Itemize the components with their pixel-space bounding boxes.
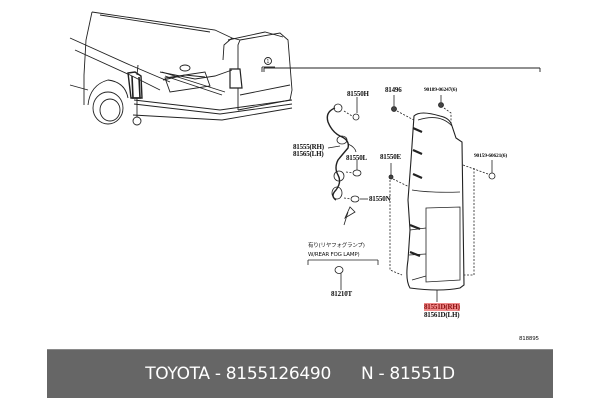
label-81550L[interactable]: 81550L — [346, 154, 367, 162]
label-90189-06247[interactable]: 90189-06247(6) — [424, 87, 457, 93]
label-81550E[interactable]: 81550E — [380, 153, 401, 161]
label-fog-lamp-en: W/REAR FOG LAMP) — [308, 252, 360, 258]
label-81565-lh[interactable]: 81565(LH) — [293, 150, 324, 158]
diagram-id: 818895 — [519, 336, 539, 342]
label-81551D-rh-highlighted[interactable]: 81551D(RH) — [424, 303, 460, 311]
ref-marker-text: 1 — [267, 59, 270, 65]
oem-part-number: TOYOTA - 8155126490 — [145, 364, 331, 384]
label-81550N[interactable]: 81550N — [369, 195, 391, 203]
parts-diagram: 1 — [69, 11, 541, 342]
label-90159-60621[interactable]: 90159-60621(6) — [474, 153, 507, 159]
label-81550H[interactable]: 81550H — [347, 90, 369, 98]
label-fog-lamp-jp: 有り(リヤフォグランプ) — [308, 243, 365, 249]
label-81555-rh[interactable]: 81555(RH) — [293, 143, 324, 151]
label-81210T[interactable]: 81210T — [331, 290, 352, 298]
alt-part-number: N - 81551D — [360, 364, 455, 384]
part-number-footer: TOYOTA - 8155126490 N - 81551D — [47, 349, 553, 398]
label-81496[interactable]: 81496 — [385, 86, 402, 94]
diagram-drawing: 1 — [69, 11, 541, 302]
label-81561D-lh[interactable]: 81561D(LH) — [424, 311, 460, 319]
